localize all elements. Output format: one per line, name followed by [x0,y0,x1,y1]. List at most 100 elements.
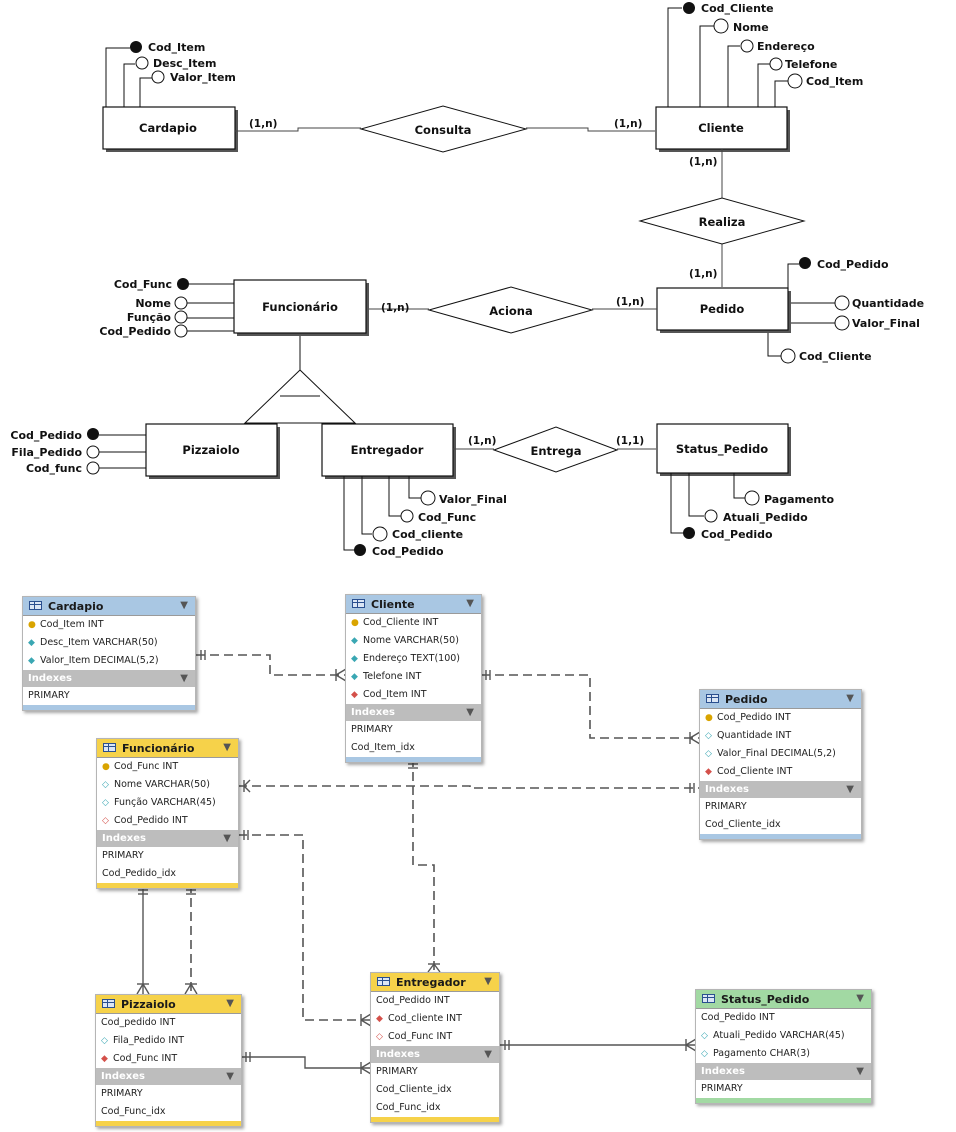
collapse-arrow-icon[interactable]: ▼ [846,693,854,704]
index-row[interactable]: Cod_Func_idx [96,1103,241,1121]
collapse-arrow-icon[interactable]: ▼ [226,998,234,1009]
entity-cardapio[interactable] [102,106,236,150]
relationship-realiza[interactable] [638,197,806,245]
table-cliente[interactable]: Cliente ▼ ●Cod_Cliente INT ◆Nome VARCHAR… [345,594,482,763]
relationship-consulta[interactable] [359,105,528,153]
connector-pizzaiolo-entregador [241,1052,372,1075]
collapse-arrow-icon[interactable]: ▼ [484,1049,492,1060]
collapse-arrow-icon[interactable]: ▼ [466,707,474,718]
connector-entregador-status-pedido [499,1038,697,1052]
column-label: Cod_Func INT [388,1031,453,1042]
indexes-label: Indexes [101,1071,145,1082]
table-column-row[interactable]: ◇Cod_Pedido INT [97,812,238,830]
index-row[interactable]: PRIMARY [700,798,861,816]
table-entregador[interactable]: Entregador ▼ Cod_Pedido INT ◆Cod_cliente… [370,972,500,1123]
index-row[interactable]: Cod_Item_idx [346,739,481,757]
relationship-aciona[interactable] [427,286,594,334]
table-header[interactable]: Cardapio ▼ [23,597,195,616]
table-column-row[interactable]: ◆Cod_Cliente INT [700,763,861,781]
index-row[interactable]: PRIMARY [696,1080,871,1098]
table-column-row[interactable]: ●Cod_Pedido INT [700,709,861,727]
table-column-row[interactable]: ●Cod_Item INT [23,616,195,634]
table-column-row[interactable]: ◇Atuali_Pedido VARCHAR(45) [696,1027,871,1045]
table-status-pedido[interactable]: Status_Pedido ▼ Cod_Pedido INT ◇Atuali_P… [695,989,872,1104]
relationship-entrega[interactable] [492,426,619,473]
index-row[interactable]: PRIMARY [96,1085,241,1103]
table-cardapio[interactable]: Cardapio ▼ ●Cod_Item INT ◆Desc_Item VARC… [22,596,196,711]
indexes-header[interactable]: Indexes▼ [346,704,481,721]
table-column-row[interactable]: ◆Nome VARCHAR(50) [346,632,481,650]
table-column-row[interactable]: ◇Cod_Func INT [371,1028,499,1046]
table-column-row[interactable]: ◆Cod_Item INT [346,686,481,704]
table-column-row[interactable]: ◆Cod_Func INT [96,1050,241,1068]
index-label: Cod_Func_idx [101,1106,166,1117]
index-row[interactable]: Cod_Cliente_idx [700,816,861,834]
indexes-header[interactable]: Indexes▼ [696,1063,871,1080]
table-header[interactable]: Pizzaiolo ▼ [96,995,241,1014]
column-icon: ◆ [28,638,35,648]
index-row[interactable]: Cod_Func_idx [371,1099,499,1117]
table-column-row[interactable]: ◆Endereço TEXT(100) [346,650,481,668]
table-icon [103,743,116,752]
index-row[interactable]: PRIMARY [371,1063,499,1081]
collapse-arrow-icon[interactable]: ▼ [484,976,492,987]
indexes-header[interactable]: Indexes▼ [97,830,238,847]
entity-entregador[interactable] [321,423,454,477]
table-column-row[interactable]: ◇Nome VARCHAR(50) [97,776,238,794]
table-column-row[interactable]: Cod_Pedido INT [696,1009,871,1027]
collapse-arrow-icon[interactable]: ▼ [466,598,474,609]
table-funcionario[interactable]: Funcionário ▼ ●Cod_Func INT ◇Nome VARCHA… [96,738,239,889]
table-header[interactable]: Status_Pedido ▼ [696,990,871,1009]
collapse-arrow-icon[interactable]: ▼ [856,1066,864,1077]
collapse-arrow-icon[interactable]: ▼ [223,742,231,753]
table-column-row[interactable]: ◆Valor_Item DECIMAL(5,2) [23,652,195,670]
table-column-row[interactable]: ◇Valor_Final DECIMAL(5,2) [700,745,861,763]
index-row[interactable]: PRIMARY [23,687,195,705]
indexes-header[interactable]: Indexes▼ [23,670,195,687]
table-header[interactable]: Pedido ▼ [700,690,861,709]
column-icon: ◇ [701,1049,708,1059]
status-pedido-attr-pagamento-marker [744,490,760,506]
entity-cardapio-label: Cardapio [139,121,197,135]
table-column-row[interactable]: Cod_pedido INT [96,1014,241,1032]
indexes-header[interactable]: Indexes▼ [700,781,861,798]
indexes-header[interactable]: Indexes ▼ [96,1068,241,1085]
table-header[interactable]: Entregador ▼ [371,973,499,992]
table-column-row[interactable]: ●Cod_Cliente INT [346,614,481,632]
column-label: Cod_Pedido INT [114,815,188,826]
collapse-arrow-icon[interactable]: ▼ [856,993,864,1004]
table-column-row[interactable]: ◆Desc_Item VARCHAR(50) [23,634,195,652]
entity-pizzaiolo[interactable] [145,423,278,477]
index-row[interactable]: PRIMARY [97,847,238,865]
collapse-arrow-icon[interactable]: ▼ [226,1071,234,1082]
table-header[interactable]: Cliente ▼ [346,595,481,614]
status-pedido-attr-pagamento: Pagamento [764,493,834,506]
entity-funcionario[interactable] [233,279,367,334]
table-column-row[interactable]: ◇Pagamento CHAR(3) [696,1045,871,1063]
index-row[interactable]: Cod_Cliente_idx [371,1081,499,1099]
index-row[interactable]: Cod_Pedido_idx [97,865,238,883]
entity-status-pedido[interactable] [656,423,789,474]
table-pedido[interactable]: Pedido ▼ ●Cod_Pedido INT ◇Quantidade INT… [699,689,862,840]
table-column-row[interactable]: ◆Cod_cliente INT [371,1010,499,1028]
table-column-row[interactable]: ◇Fila_Pedido INT [96,1032,241,1050]
table-header[interactable]: Funcionário ▼ [97,739,238,758]
collapse-arrow-icon[interactable]: ▼ [180,673,188,684]
cardapio-attr-valor-item-marker [151,70,165,84]
indexes-header[interactable]: Indexes▼ [371,1046,499,1063]
collapse-arrow-icon[interactable]: ▼ [846,784,854,795]
index-label: PRIMARY [705,801,747,812]
collapse-arrow-icon[interactable]: ▼ [180,600,188,611]
collapse-arrow-icon[interactable]: ▼ [223,833,231,844]
table-column-row[interactable]: ◆Telefone INT [346,668,481,686]
table-column-row[interactable]: Cod_Pedido INT [371,992,499,1010]
index-row[interactable]: PRIMARY [346,721,481,739]
entity-pedido[interactable] [656,287,789,331]
cliente-attr-endereco-marker [740,39,754,53]
table-column-row[interactable]: ●Cod_Func INT [97,758,238,776]
table-column-row[interactable]: ◇Quantidade INT [700,727,861,745]
table-column-row[interactable]: ◇Função VARCHAR(45) [97,794,238,812]
table-pizzaiolo[interactable]: Pizzaiolo ▼ Cod_pedido INT ◇Fila_Pedido … [95,994,242,1127]
cliente-attr-endereco: Endereço [757,40,815,53]
